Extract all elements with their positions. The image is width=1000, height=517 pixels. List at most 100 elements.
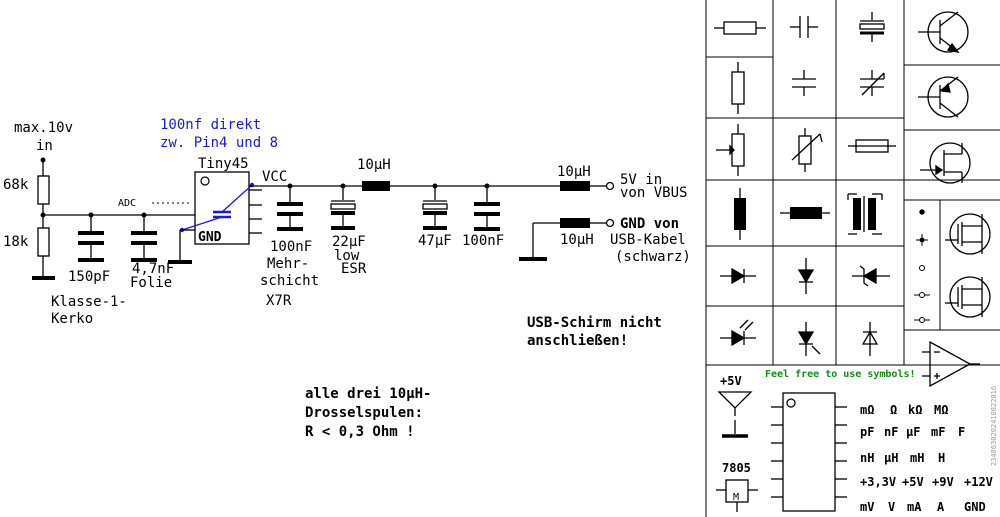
cap-100n-label-1: 100nF [270, 239, 312, 255]
symbol-photodiode [797, 322, 821, 356]
resistor-68k [37, 175, 50, 205]
regulator-label: 7805 [722, 461, 751, 475]
regulator-pin: M [733, 492, 739, 503]
class-label-1: Klasse-1- [51, 294, 127, 310]
out-gnd-label-1: GND von [620, 216, 679, 232]
cap-folie-type: Folie [130, 275, 172, 291]
out-gnd-label-3: (schwarz) [615, 249, 691, 265]
usb-note-2: anschließen! [527, 333, 628, 349]
cap-150p-label: 150pF [68, 269, 110, 285]
inductor-l3 [560, 218, 590, 228]
blue-note-1: 100nf direkt [160, 117, 261, 133]
gnd-terminal [605, 218, 615, 228]
unit-gnd: GND [964, 500, 986, 514]
symbol-resistor-bold-v [734, 188, 746, 240]
inductor-l2 [560, 181, 590, 191]
symbol-transformer [847, 193, 883, 235]
cap-folie-value: 4,7nF [132, 261, 174, 277]
choke-note-2: Drosselspulen: [305, 405, 423, 421]
symbol-diode-v [797, 258, 815, 294]
symbol-npn [918, 11, 969, 53]
symbol-opamp [922, 340, 980, 388]
symbol-resistor-h [714, 21, 766, 35]
symbol-ic-14pin [771, 392, 847, 512]
unit-pf: pF [860, 425, 874, 439]
unit-ohm: Ω [890, 403, 897, 417]
out-gnd-label-2: USB-Kabel [610, 232, 686, 248]
symbol-potentiometer-a [716, 124, 745, 176]
unit-mega-ohm: MΩ [934, 403, 948, 417]
unit-nf: nF [884, 425, 898, 439]
symbol-pnp [918, 76, 969, 118]
symbol-diode-up [861, 322, 879, 356]
unit-12v: +12V [964, 475, 993, 489]
unit-k-ohm: kΩ [908, 403, 922, 417]
cap-100n-label-3: schicht [260, 273, 319, 289]
voltage-divider: max.10v in 68k 18k [3, 120, 73, 280]
unit-uh: µH [884, 451, 898, 465]
symbol-zener [852, 265, 890, 287]
unit-9v: +9V [932, 475, 954, 489]
symbol-cap-v [790, 16, 818, 38]
input-sub-label: in [36, 138, 53, 154]
cap-47u-label: 47µF [418, 233, 452, 249]
unit-mf: mF [931, 425, 945, 439]
symbol-mosfet-n [945, 213, 991, 255]
resistor-18k [37, 227, 50, 257]
vbus-terminal [605, 181, 615, 191]
cap-22uf [330, 186, 356, 230]
symbol-supply: +5V [717, 374, 753, 438]
cap-100nf-x7r [277, 186, 303, 231]
cap-100n-label-2: Mehr- [267, 256, 309, 272]
vcc-label: VCC [262, 169, 287, 185]
symbol-junction-dots [914, 209, 930, 323]
ic-tiny45: Tiny45 GND [168, 156, 262, 264]
symbol-led [720, 319, 756, 347]
inductor-l1 [362, 181, 390, 191]
symbol-diode-h [720, 267, 756, 285]
out-5v-label-2: von VBUS [620, 185, 687, 201]
unit-mv: mV [860, 500, 874, 514]
symbol-regulator: 7805 M [716, 461, 758, 512]
cap-100n-b-label: 100nF [462, 233, 504, 249]
unit-mh: mH [910, 451, 924, 465]
symbols-panel [705, 0, 1000, 517]
symbol-cap-polar [859, 12, 885, 42]
cap-22u-label-1: 22µF [332, 234, 366, 250]
symbol-cap-variable [860, 70, 885, 96]
choke-note-1: alle drei 10µH- [305, 386, 431, 402]
input-label: max.10v [14, 120, 73, 136]
cap-22u-label-2: low [334, 248, 360, 264]
input-terminal [40, 157, 46, 163]
gnd-pin-label: GND [198, 230, 222, 245]
r-bottom-label: 18k [3, 234, 29, 250]
class-label-2: Kerko [51, 311, 93, 327]
symbol-mosfet-p [945, 276, 991, 318]
unit-f: F [958, 425, 965, 439]
symbol-resistor-v [731, 62, 745, 114]
free-to-use-text: Feel free to use symbols! [765, 369, 916, 380]
cap-4n7 [131, 212, 157, 262]
unit-ma: mA [907, 500, 922, 514]
symbol-resistor-bold-h [780, 207, 830, 219]
unit-5v: +5V [902, 475, 924, 489]
units-list: mΩ Ω kΩ MΩ pF nF µF mF F nH µH mH H +3,3… [860, 403, 993, 514]
symbol-potentiometer-b [791, 128, 823, 172]
usb-note-1: USB-Schirm nicht [527, 315, 662, 331]
unit-uf: µF [906, 425, 920, 439]
unit-h: H [938, 451, 945, 465]
r-top-label: 68k [3, 177, 29, 193]
l1-label: 10µH [357, 157, 391, 173]
ic-name: Tiny45 [198, 156, 249, 172]
cap-150pf [78, 212, 104, 262]
cap-100nf-b [474, 186, 500, 231]
l3-label: 10µH [560, 232, 594, 248]
blue-note-2: zw. Pin4 und 8 [160, 135, 278, 151]
adc-label: ADC [118, 198, 136, 209]
symbol-fuse [848, 139, 896, 153]
cap-47uf [422, 186, 448, 230]
symbol-jfet [920, 142, 971, 184]
cap-22u-label-3: ESR [341, 261, 367, 277]
unit-m-ohm: mΩ [860, 403, 874, 417]
